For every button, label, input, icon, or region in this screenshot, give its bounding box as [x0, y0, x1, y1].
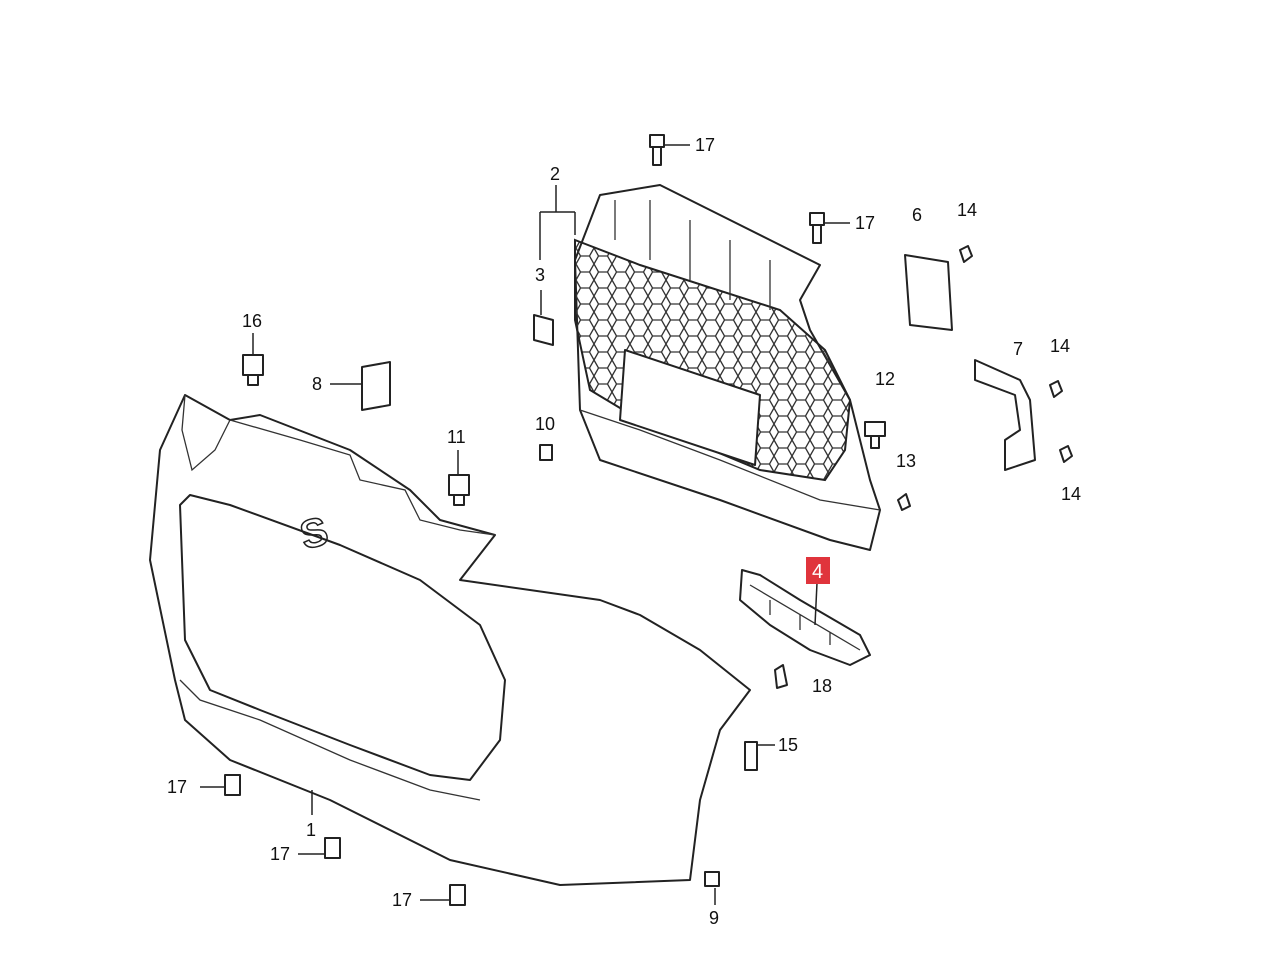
callout-labels: 17 2 17 6 14 3 16 8 7 14 12 10 11 13 14 …	[167, 135, 1081, 928]
callout-10: 10	[535, 414, 555, 434]
callout-14: 14	[1050, 336, 1070, 356]
callout-2: 2	[550, 164, 560, 184]
callout-12: 12	[875, 369, 895, 389]
callout-1: 1	[306, 820, 316, 840]
callout-14: 14	[957, 200, 977, 220]
small-fasteners	[224, 134, 1073, 906]
callout-15: 15	[778, 735, 798, 755]
leader-lines	[200, 144, 850, 905]
callout-14: 14	[1061, 484, 1081, 504]
callout-3: 3	[535, 265, 545, 285]
callout-9: 9	[709, 908, 719, 928]
callout-8: 8	[312, 374, 322, 394]
callout-17: 17	[855, 213, 875, 233]
callout-13: 13	[896, 451, 916, 471]
front-bumper-part-1: S	[149, 394, 751, 886]
callout-16: 16	[242, 311, 262, 331]
callout-18: 18	[812, 676, 832, 696]
callout-7: 7	[1013, 339, 1023, 359]
bumper-bracket-part-4	[739, 569, 871, 666]
callout-17: 17	[167, 777, 187, 797]
callout-11: 11	[447, 427, 466, 447]
front-grille-part-2	[574, 184, 881, 551]
callout-4-highlighted: 4	[812, 561, 823, 583]
callout-17: 17	[695, 135, 715, 155]
highlight-badge	[806, 557, 830, 584]
callout-17: 17	[270, 844, 290, 864]
callout-6: 6	[912, 205, 922, 225]
callout-17: 17	[392, 890, 412, 910]
